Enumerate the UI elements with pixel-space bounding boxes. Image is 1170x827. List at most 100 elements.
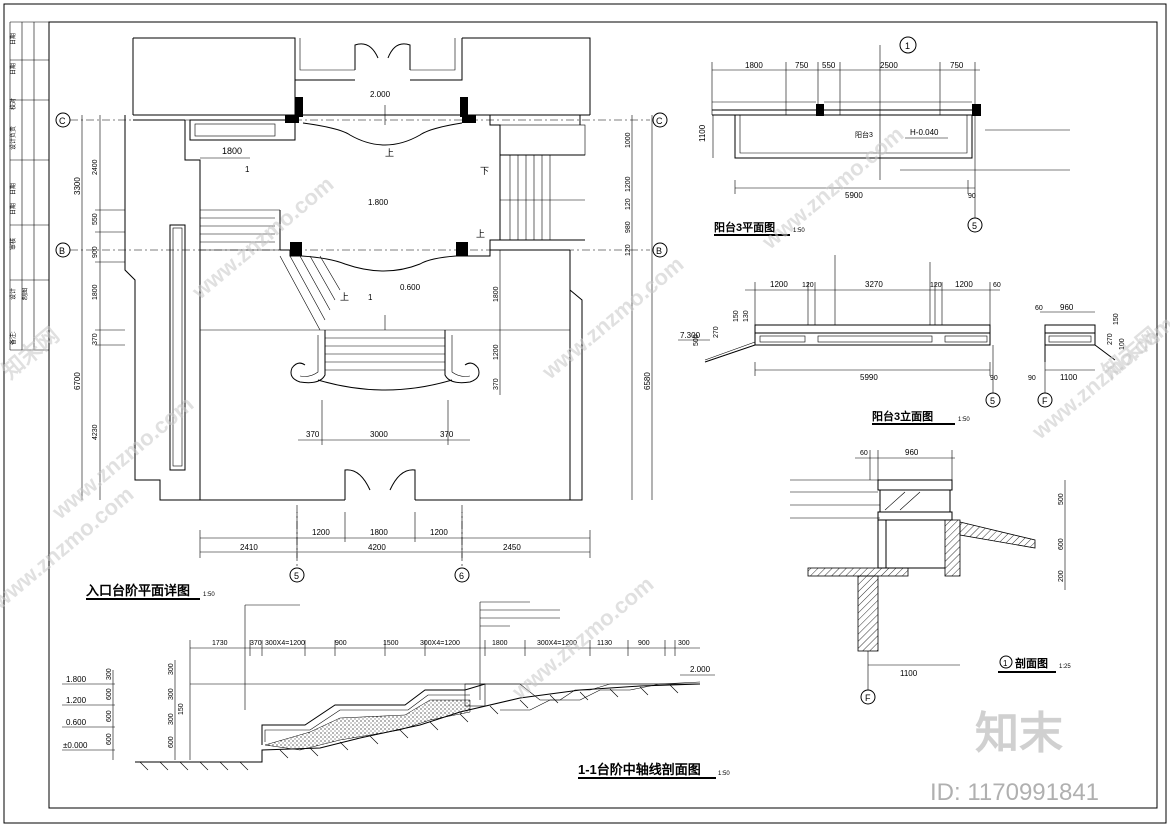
axis-bubble-f — [860, 689, 876, 705]
dim: 600 — [106, 710, 113, 722]
dim: 960 — [905, 448, 919, 457]
axis-bubble-6 — [454, 567, 470, 583]
dim: 100 — [1119, 338, 1126, 350]
watermark: www.znzmo.com — [536, 251, 688, 384]
dim: 300X4=1200 — [420, 640, 460, 647]
balcony-plan: 1 1800 750 550 2500 750 1100 阳台3 H-0.040… — [698, 36, 1070, 233]
dim: 120 — [930, 282, 942, 289]
level-low: 0.600 — [400, 283, 421, 292]
level-top: 2.000 — [370, 90, 391, 99]
section-levels: 1.800 1.200 0.600 ±0.000 300 600 600 600… — [62, 660, 715, 760]
sheet-outer-border — [3, 3, 1167, 824]
dim: 5900 — [845, 191, 863, 200]
dim: 900 — [638, 640, 650, 647]
svg-text:B: B — [656, 246, 662, 256]
titleblock-label: 日期 — [9, 183, 17, 195]
dim: 130 — [743, 310, 750, 322]
dim: 980 — [625, 221, 632, 233]
dim: 1730 — [212, 640, 228, 647]
dim: 300X4=1200 — [537, 640, 577, 647]
dim: 1800 — [92, 284, 99, 300]
dim: 1800 — [493, 286, 500, 302]
dim: 150 — [733, 310, 740, 322]
dim: 6700 — [73, 372, 82, 390]
plan-scale: 1:50 — [203, 592, 215, 598]
svg-text:F: F — [1042, 396, 1048, 406]
dim: 270 — [713, 326, 720, 338]
axis-bubble-f — [1037, 392, 1053, 408]
axis-bubble-c — [652, 112, 668, 128]
svg-text:1: 1 — [1003, 659, 1008, 668]
dim: 1200 — [770, 280, 788, 289]
dim: 300 — [678, 640, 690, 647]
svg-text:C: C — [59, 116, 66, 126]
dim: 1200 — [625, 176, 632, 192]
dim: 6580 — [643, 372, 652, 390]
watermark-brand: 知末网 — [1097, 322, 1164, 384]
svg-text:5: 5 — [294, 571, 299, 581]
dim: 3270 — [865, 280, 883, 289]
dim: 500 — [1058, 493, 1065, 505]
dim: 500 — [693, 334, 700, 346]
dim: 300 — [106, 668, 113, 680]
titleblock-label: 设计 — [9, 288, 17, 300]
dim: 90 — [1028, 375, 1036, 382]
main-section: 1730 370 300X4=1200 900 1500 300X4=1200 … — [62, 601, 715, 771]
section-detail-scale: 1:25 — [1059, 664, 1071, 670]
titleblock-label: 备注: — [9, 331, 17, 345]
section-detail-title: 剖面图 — [1015, 656, 1048, 670]
brand-logo: 知末 — [975, 709, 1063, 758]
dim: 900 — [335, 640, 347, 647]
left-stair-treads — [200, 209, 281, 251]
dim: 4200 — [368, 543, 386, 552]
dim: 1200 — [312, 528, 330, 537]
entry-plan-labels: 2.000 1.800 0.600 上 上 上 下 1 1 1800 — [200, 90, 489, 302]
center-stair-diagonal — [279, 255, 341, 331]
dim: 550 — [822, 61, 836, 70]
axis-bubble-b — [652, 242, 668, 258]
axis-bubble-1 — [899, 36, 917, 54]
entry-plan-dims: 1200 1800 1200 2410 4200 2450 370 3000 3… — [73, 115, 653, 558]
dim: 120 — [802, 282, 814, 289]
level: 1.200 — [66, 696, 87, 705]
right-stair-treads — [500, 154, 585, 241]
up-label: 上 — [340, 292, 349, 302]
dim: 1100 — [900, 669, 918, 678]
balcony-elev-title: 阳台3立面图 — [872, 409, 933, 423]
dim: 370 — [493, 378, 500, 390]
dim: 750 — [795, 61, 809, 70]
dim: 1200 — [430, 528, 448, 537]
dim: 200 — [1058, 570, 1065, 582]
dim: 2500 — [880, 61, 898, 70]
titleblock-label: 设计负责 — [9, 126, 17, 150]
dim: 1500 — [383, 640, 399, 647]
dim: 150 — [1113, 313, 1120, 325]
dim: 600 — [106, 688, 113, 700]
dim: 90 — [968, 193, 976, 200]
titleblock-label: 日期 — [9, 63, 17, 75]
dim: 600 — [168, 736, 175, 748]
dim: 60 — [1035, 305, 1043, 312]
section-scale: 1:50 — [718, 771, 730, 777]
axis-bubble-5 — [967, 217, 983, 233]
dim: 370 — [250, 640, 262, 647]
entry-plan — [124, 37, 591, 501]
dim: 300X4=1200 — [265, 640, 305, 647]
titleblock-label: 审核 — [9, 238, 17, 250]
balcony-level: H-0.040 — [910, 128, 939, 137]
dim: 600 — [106, 733, 113, 745]
balcony-plan-scale: 1:50 — [793, 228, 805, 234]
dim: 370 — [92, 333, 99, 345]
balcony-tag: 阳台3 — [855, 130, 873, 139]
axis-bubble-5 — [289, 567, 305, 583]
dim: 550 — [92, 213, 99, 225]
svg-text:F: F — [865, 693, 871, 703]
watermark-brand: 知末网 — [0, 322, 64, 384]
section-bubble — [999, 655, 1013, 669]
level-mid: 1.800 — [368, 198, 389, 207]
title-block: 日期 日期 校对 设计负责 日期 日期 审核 设计 制图 备注: — [9, 21, 49, 351]
dim: 600 — [1058, 538, 1065, 550]
svg-text:1: 1 — [905, 41, 910, 51]
watermarks: www.znzmo.com www.znzmo.com www.znzmo.co… — [0, 121, 1170, 704]
